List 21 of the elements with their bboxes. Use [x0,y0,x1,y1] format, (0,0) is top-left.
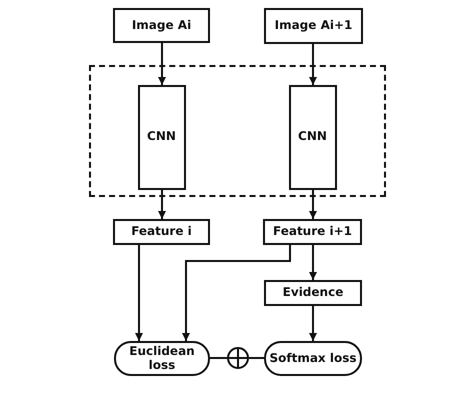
arrow [309,44,317,85]
process-box: Evidence [264,280,362,306]
network-box: CNN [288,84,336,190]
loss-terminal: Euclidean loss [114,341,210,376]
arrow [309,306,317,341]
arrow [158,43,166,85]
group-box [89,65,386,197]
connector-line [210,357,227,359]
arrow [158,190,166,219]
input-box: Image Ai+1 [264,8,363,44]
sum-circle [227,347,249,369]
process-box: Feature i [113,219,210,245]
arrow [309,245,317,280]
input-box: Image Ai [113,8,210,43]
arrow [309,190,317,219]
network-box: CNN [138,84,186,190]
loss-terminal: Softmax loss [264,341,362,376]
arrow [135,245,143,341]
connector-line [249,357,264,359]
arrow [182,245,291,341]
process-box: Feature i+1 [263,219,362,245]
